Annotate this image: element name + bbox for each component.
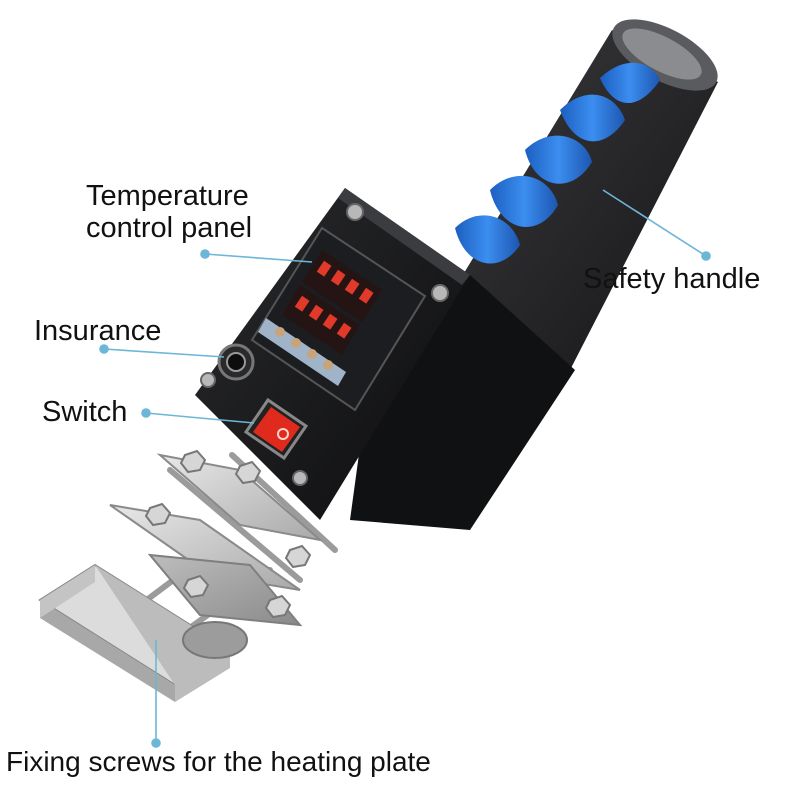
safety-handle (450, 19, 718, 370)
callout-lines (99, 189, 711, 748)
label-switch: Switch (42, 396, 128, 428)
screw-icon (200, 372, 216, 388)
handle-grip-grooves (455, 62, 660, 264)
fuse-holder (217, 343, 255, 381)
label-insurance: Insurance (34, 315, 162, 347)
callout-dot (701, 251, 711, 261)
label-fixing-screws: Fixing screws for the heating plate (6, 746, 431, 777)
label-safety-handle: Safety handle (583, 263, 761, 295)
callout-dot (151, 738, 161, 748)
label-temperature-control-panel: Temperature control panel (86, 180, 252, 244)
callout-dot (99, 344, 109, 354)
temperature-control-panel (250, 226, 427, 412)
heating-plate-bracket (38, 449, 338, 702)
callout-dot (141, 408, 151, 418)
label-temperature-line2: control panel (86, 212, 253, 244)
screw-icon (431, 284, 449, 302)
callout-dot (200, 249, 210, 259)
screw-icon (292, 470, 308, 486)
power-switch (243, 397, 309, 461)
label-temperature-line1: Temperature (86, 180, 249, 212)
display-digits (294, 260, 374, 339)
screw-icon (346, 203, 364, 221)
